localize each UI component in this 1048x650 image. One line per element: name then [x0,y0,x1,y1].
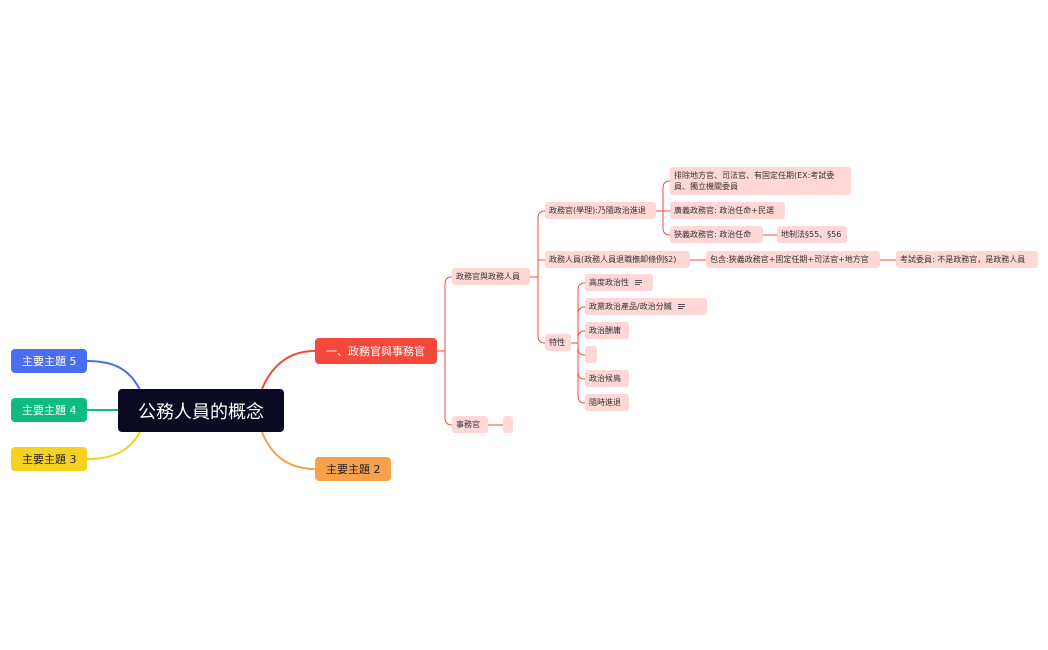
central-topic[interactable]: 公務人員的概念 [118,389,284,432]
main-topic-2[interactable]: 主要主題 2 [315,457,391,481]
subtopic-local-law[interactable]: 地制法§55、§56 [777,226,847,243]
connector-topic1 [261,350,316,390]
subtopic-features[interactable]: 特性 [545,334,571,351]
subtopic-exam-member[interactable]: 考試委員: 不是政務官，是政務人員 [896,251,1038,268]
main-topic-3[interactable]: 主要主題 3 [11,447,87,471]
subtopic-broad[interactable]: 廣義政務官: 政治任命+民選 [670,202,785,219]
feature-party-product[interactable]: 政黨政治產品/政治分贓 [585,298,707,315]
main-topic-4[interactable]: 主要主題 4 [11,398,87,422]
feature-label: 高度政治性 [589,278,629,287]
subtopic-political-and-civil[interactable]: 政務官與政務人員 [452,268,530,285]
connector-topic3 [86,431,141,460]
subtopic-civil-empty[interactable] [503,416,513,433]
connector-topic2 [261,431,316,470]
notes-lines-icon [677,303,685,310]
main-topic-1[interactable]: 一、政務官與事務官 [315,338,437,364]
notes-lines-icon [635,279,642,286]
connector-topic5 [86,360,141,391]
feature-migrant-bird[interactable]: 政治候鳥 [585,370,629,387]
subtopic-exclude[interactable]: 排除地方官、司法官、有固定任期(EX:考試委員、獨立機關委員 [670,167,851,195]
feature-label: 政黨政治產品/政治分贓 [589,302,672,311]
feature-advance-retreat[interactable]: 隨時進退 [585,394,629,411]
feature-high-political[interactable]: 高度政治性 [585,274,653,291]
subtopic-includes[interactable]: 包含:狹義政務官+固定任期+司法官+地方官 [706,251,880,268]
subtopic-narrow[interactable]: 狹義政務官: 政治任命 [670,226,763,243]
feature-reward[interactable]: 政治酬庸 [585,322,629,339]
subtopic-civil-servant[interactable]: 事務官 [452,416,488,433]
main-topic-5[interactable]: 主要主題 5 [11,349,87,373]
feature-empty[interactable] [585,346,597,363]
subtopic-political-officer[interactable]: 政務官(學理):乃隨政治進退 [545,202,656,219]
subtopic-political-personnel[interactable]: 政務人員(政務人員退職撫卹條例§2) [545,251,690,268]
